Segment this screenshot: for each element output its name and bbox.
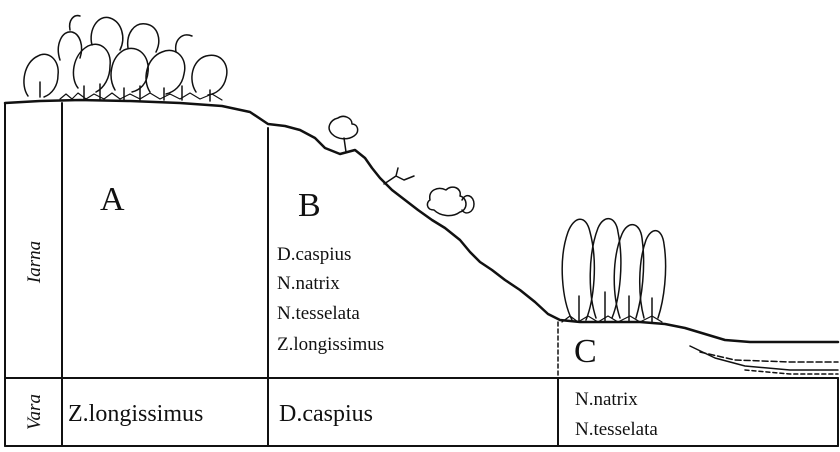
species-item: Z.longissimus bbox=[277, 334, 384, 355]
zone-b-winter-species-list: D.caspius N.natrix N.tesselata Z.longiss… bbox=[277, 244, 384, 355]
terrain-profile bbox=[5, 100, 838, 374]
zone-b-summer-species: D.caspius bbox=[279, 401, 373, 427]
zone-a-summer-species: Z.longissimus bbox=[68, 401, 203, 427]
species-item: N.natrix bbox=[277, 273, 340, 294]
slope-shrub-illustration bbox=[329, 116, 474, 215]
zone-a-label: A bbox=[100, 181, 125, 218]
valley-grove-illustration bbox=[562, 219, 666, 322]
zone-b-label: B bbox=[298, 187, 321, 224]
hilltop-forest-illustration bbox=[24, 16, 227, 101]
zone-c-label: C bbox=[574, 333, 597, 370]
species-item: N.tesselata bbox=[277, 303, 360, 324]
species-item: N.natrix bbox=[575, 389, 638, 410]
species-item: D.caspius bbox=[277, 244, 351, 265]
table-frame bbox=[5, 103, 838, 446]
summer-row-label: Vara bbox=[24, 394, 45, 430]
species-item: N.tesselata bbox=[575, 419, 658, 440]
zone-c-summer-species-list: N.natrix N.tesselata bbox=[575, 389, 658, 440]
winter-row-label: Iarna bbox=[24, 241, 45, 284]
